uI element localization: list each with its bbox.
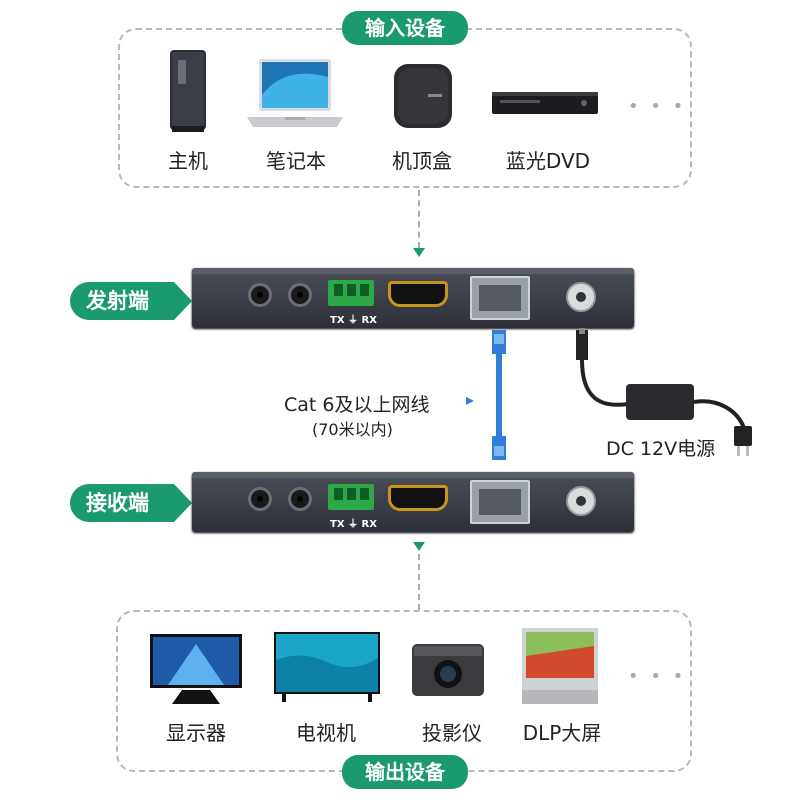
cable-label: Cat 6及以上网线: [284, 394, 430, 416]
bluray-dvd-icon: [492, 92, 598, 114]
device-label-dlp: DLP大屏: [522, 721, 602, 745]
device-label-dvd: 蓝光DVD: [505, 149, 591, 173]
terminal-label: TX ⏚ RX: [330, 519, 377, 530]
network-cable-icon: [492, 330, 506, 460]
cable-arrow-icon: ▸: [466, 390, 475, 409]
cable-distance-label: (70米以内): [312, 420, 393, 439]
projector-icon: [412, 644, 484, 696]
output-arrow-icon: [413, 542, 425, 551]
input-connector-line: [418, 190, 420, 248]
rj45-port: [470, 480, 530, 524]
output-group-title: 输出设备: [342, 755, 468, 789]
output-more-dots: • • •: [628, 666, 687, 687]
output-connector-line: [418, 554, 420, 610]
tv-icon: [274, 632, 380, 702]
audio-jack-1: [248, 283, 272, 307]
device-label-settop: 机顶盒: [392, 149, 452, 173]
hdmi-port: [388, 485, 448, 511]
monitor-icon: [150, 634, 242, 704]
dc-power-port: [566, 282, 596, 312]
device-label-laptop: 笔记本: [266, 149, 326, 173]
device-label-projector: 投影仪: [422, 721, 482, 745]
laptop-icon: [247, 59, 343, 127]
input-arrow-icon: [413, 248, 425, 257]
input-group-title: 输入设备: [342, 11, 468, 45]
dc-power-port: [566, 486, 596, 516]
input-more-dots: • • •: [628, 96, 687, 117]
audio-jack-1: [248, 487, 272, 511]
rj45-port: [470, 276, 530, 320]
power-label: DC 12V电源: [606, 438, 716, 460]
terminal-block: [328, 484, 374, 510]
dlp-screen-icon: [522, 628, 598, 704]
transmitter-unit: TX ⏚ RX: [192, 268, 634, 328]
terminal-block: [328, 280, 374, 306]
receiver-tag: 接收端: [70, 484, 192, 522]
pc-tower-icon: [170, 50, 206, 132]
audio-jack-2: [288, 487, 312, 511]
hdmi-port: [388, 281, 448, 307]
transmitter-tag: 发射端: [70, 282, 192, 320]
device-label-pc: 主机: [168, 149, 208, 173]
settop-box-icon: [394, 64, 452, 128]
device-label-tv: 电视机: [296, 721, 356, 745]
receiver-unit: TX ⏚ RX: [192, 472, 634, 532]
terminal-label: TX ⏚ RX: [330, 315, 377, 326]
power-adapter-icon: [576, 328, 752, 456]
audio-jack-2: [288, 283, 312, 307]
device-label-monitor: 显示器: [166, 721, 226, 745]
